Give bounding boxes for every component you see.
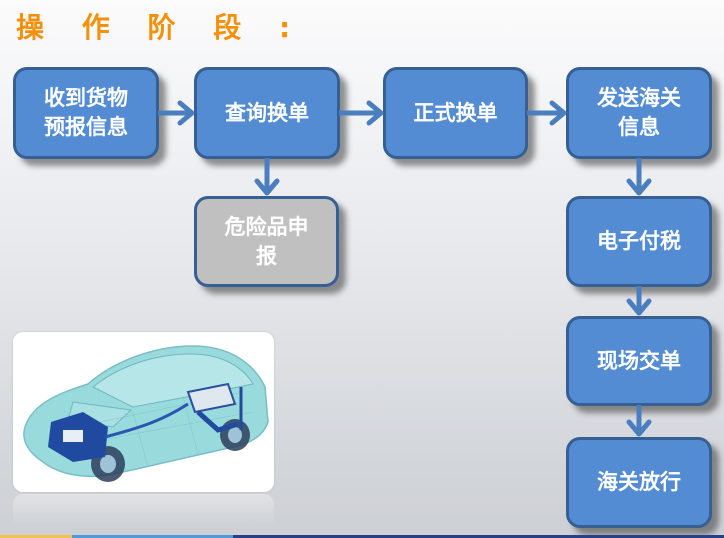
step-label: 海关放行	[597, 470, 681, 494]
step-formal-exchange: 正式换单	[383, 67, 528, 159]
step-label: 信息	[618, 115, 660, 139]
step-customs-release: 海关放行	[566, 437, 712, 528]
footer-strip-yellow	[0, 535, 72, 538]
arrow-down-icon	[254, 158, 280, 196]
step-label: 电子付税	[597, 229, 681, 253]
step-onsite-submission: 现场交单	[566, 316, 712, 406]
step-e-tax-payment: 电子付税	[566, 196, 712, 287]
step-query-exchange: 查询换单	[194, 67, 340, 159]
step-dangerous-goods: 危险品申报	[194, 196, 339, 287]
arrow-down-icon	[626, 286, 652, 316]
arrow-down-icon	[626, 405, 652, 437]
step-label: 发送海关	[597, 86, 681, 110]
arrow-right-icon	[339, 100, 384, 126]
step-label: 报	[256, 243, 277, 268]
step-label: 收到货物	[44, 86, 128, 110]
footer-strip-darkblue	[233, 535, 724, 538]
car-cutaway-icon	[23, 345, 269, 482]
step-label: 危险品申	[224, 214, 309, 239]
arrow-right-icon	[158, 100, 195, 126]
step-label: 现场交单	[597, 348, 681, 373]
car-illustration	[13, 332, 274, 492]
step-send-customs-info: 发送海关信息	[566, 67, 712, 159]
arrow-down-icon	[626, 158, 652, 196]
step-receive-forecast: 收到货物预报信息	[13, 67, 159, 159]
step-label: 预报信息	[44, 115, 128, 139]
step-label: 查询换单	[225, 100, 309, 125]
car-reflection	[13, 494, 274, 526]
footer-strip-lightblue	[72, 535, 233, 538]
page-title: 操 作 阶 段 :	[16, 11, 305, 44]
arrow-right-icon	[527, 100, 567, 126]
step-label: 正式换单	[413, 100, 498, 125]
